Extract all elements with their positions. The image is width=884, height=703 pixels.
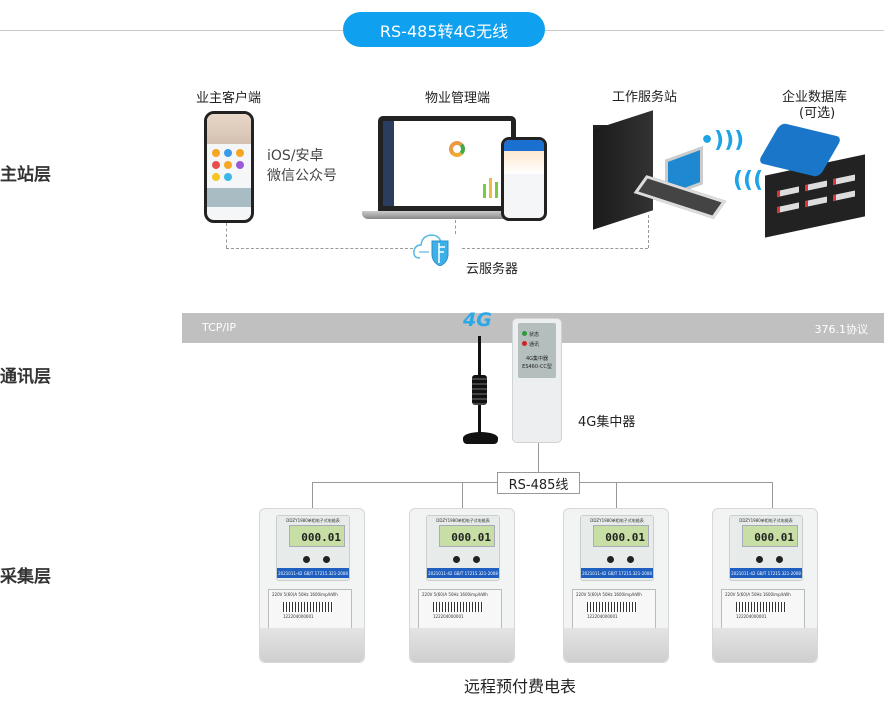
laptop-base [362,211,532,219]
meter-serial: 122204000001 [736,614,767,619]
owner-client-title: 业主客户端 [196,91,262,106]
owner-cloud-link [226,223,227,248]
meter-reading: 000.01 [605,531,645,544]
band-left-label: TCP/IP [202,321,236,334]
meter-button [303,556,310,563]
antenna-base [463,432,498,444]
cloud-server-icon [413,234,449,266]
enterprise-db-subtitle: (可选) [799,106,836,121]
cloud-server-label: 云服务器 [466,262,519,277]
property-laptop-image [378,116,516,211]
meter-standard: 2021011-42 GB/T 17215.321-2008 [730,568,802,578]
meter-barcode [587,602,637,612]
meter-serial: 122204000001 [283,614,314,619]
meter-barcode [736,602,786,612]
meter-rating: 220V 5(60)A 50Hz 1600imp/kWh [576,592,642,597]
rs485-bus-label: RS-485线 [497,472,580,494]
property-phone-image [501,137,547,221]
enterprise-db-title: 企业数据库 [782,90,848,105]
owner-platforms-line1: iOS/安卓 [267,148,324,164]
bus-drop-line [538,443,539,472]
meter-drop-3 [616,482,617,508]
comm-led [522,341,527,346]
meter-button [776,556,783,563]
meter-barcode [433,602,483,612]
electric-meter: DDZY1980单相电子式电能表 000.01 2021011-42 GB/T … [563,508,669,663]
panel-device-name: 4G集中器 [525,356,549,362]
owner-cloud-link-h [226,248,413,249]
property-cloud-link [455,220,456,234]
concentrator-device: 状态 通讯 4G集中器 ES460-CC型 [512,318,562,443]
meter-button [323,556,330,563]
meter-standard: 2021011-42 GB/T 17215.321-2008 [277,568,349,578]
panel-status-label: 状态 [529,332,540,338]
meter-reading: 000.01 [754,531,794,544]
diagram-title: RS-485转4G无线 [343,12,545,47]
layer-label-master: 主站层 [0,165,51,185]
bus-line-right [580,482,772,483]
workstation-cloud-link-h [462,248,648,249]
meter-standard: 2021011-42 GB/T 17215.321-2008 [581,568,653,578]
workstation-cloud-link [648,215,649,248]
panel-comm-label: 通讯 [529,342,540,348]
wifi-signal-icon: •))) [700,128,745,153]
bus-line-left [312,482,497,483]
meter-rating: 220V 5(60)A 50Hz 1600imp/kWh [422,592,488,597]
meter-model: DDZY1980单相电子式电能表 [286,518,340,523]
meter-button [627,556,634,563]
meter-button [756,556,763,563]
meter-model: DDZY1980单相电子式电能表 [590,518,644,523]
meter-reading: 000.01 [301,531,341,544]
4g-badge-icon: 4G [463,309,492,331]
antenna-coil [472,375,487,405]
meter-drop-4 [772,482,773,508]
owner-phone-image [204,111,254,223]
meter-barcode [283,602,333,612]
property-client-title: 物业管理端 [425,91,491,106]
meter-button [453,556,460,563]
layer-label-comm: 通讯层 [0,367,51,387]
meter-button [473,556,480,563]
meter-rating: 220V 5(60)A 50Hz 1600imp/kWh [272,592,338,597]
server-tower-side [593,110,653,230]
owner-platforms-line2: 微信公众号 [267,168,337,184]
layer-label-collect: 采集层 [0,567,51,587]
meter-standard: 2021011-42 GB/T 17215.321-2008 [427,568,499,578]
band-right-label: 376.1协议 [814,323,869,336]
workstation-title: 工作服务站 [612,90,678,105]
meter-model: DDZY1980单相电子式电能表 [436,518,490,523]
title-rule-left [0,30,343,31]
electric-meter: DDZY1980单相电子式电能表 000.01 2021011-42 GB/T … [712,508,818,663]
status-led [522,331,527,336]
electric-meter: DDZY1980单相电子式电能表 000.01 2021011-42 GB/T … [259,508,365,663]
meter-model: DDZY1980单相电子式电能表 [739,518,793,523]
title-rule-right [545,30,884,31]
meter-serial: 122204000001 [433,614,464,619]
meters-label: 远程预付费电表 [464,677,577,696]
meter-drop-1 [312,482,313,508]
panel-device-model: ES460-CC型 [522,364,552,370]
concentrator-label: 4G集中器 [578,415,636,430]
meter-rating: 220V 5(60)A 50Hz 1600imp/kWh [725,592,791,597]
meter-drop-2 [462,482,463,508]
electric-meter: DDZY1980单相电子式电能表 000.01 2021011-42 GB/T … [409,508,515,663]
meter-reading: 000.01 [451,531,491,544]
meter-serial: 122204000001 [587,614,618,619]
meter-button [607,556,614,563]
